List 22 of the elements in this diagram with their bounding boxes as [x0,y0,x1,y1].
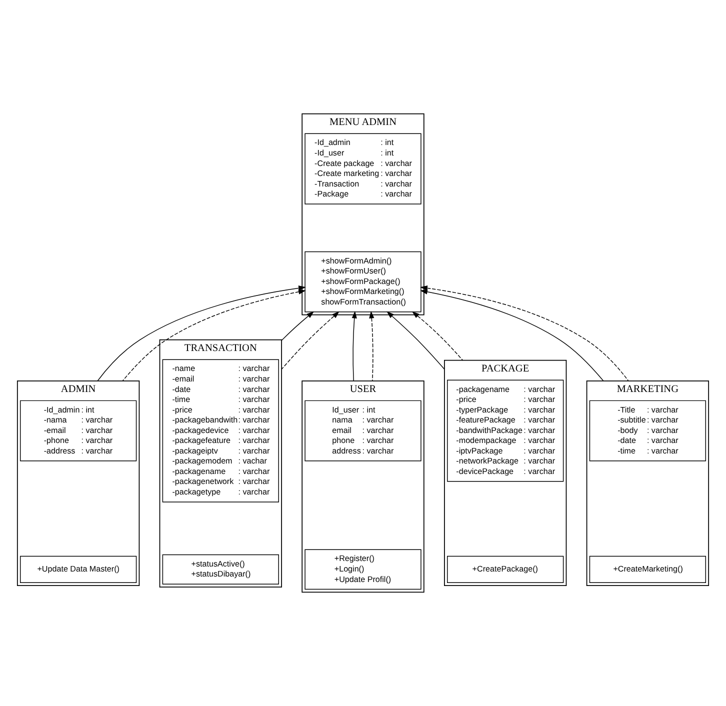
arrow [412,311,464,361]
node-box: +Update Data Master() [20,556,137,584]
node-box: +showFormAdmin() +showFormUser() +showFormPackage() +showFormMarketing() showFormTransaction() [304,251,422,312]
node-box: -Title : varchar -subtitle: varchar -body : varchar -date : varchar -time : varchar [589,400,706,462]
node-box: Id_user : int nama : varchar email : varchar phone : varchar address : varchar [304,400,422,462]
node-box: -packagename : varchar -price : varchar -typerPackage : varchar -featurePackage : varchar -bandwithPackage: varchar -modempackage : varchar -iptvPackage : varchar -networkPackage : varchar -devicePackage : varchar [447,380,564,482]
arrow [352,310,357,382]
node-box: -Id_admin : int -Id_user : int -Create package : varchar -Create marketing : varchar -Transaction : varchar -Package : varchar [304,133,422,204]
arrow [281,311,340,370]
node-box: +CreateMarketing() [589,556,706,584]
arrow [281,311,314,341]
arrow [420,289,604,382]
arrow [97,286,306,382]
arrow [122,289,306,382]
arrow [369,310,374,382]
node-box: +statusActive() +statusDibayar() [162,554,279,584]
arrow [386,311,445,370]
node-box: -Id_admin : int -nama : varchar -email : varchar -phone : varchar -address : varchar [20,400,137,462]
arrow [420,286,629,382]
node-box: +CreatePackage() [447,556,564,584]
node-box: +Register() +Login() +Update Profil() [304,549,422,590]
node-box: -name : varchar -email : varchar -date : varchar -time : varchar -price : varchar -packagebandwith: varchar -packagedevice : varchar -packagefeature : varchar -packageiptv : varchar -packagemodem : vachar -packagename : varchar -packagenetwork : varchar -packagetype : varchar [162,359,279,502]
